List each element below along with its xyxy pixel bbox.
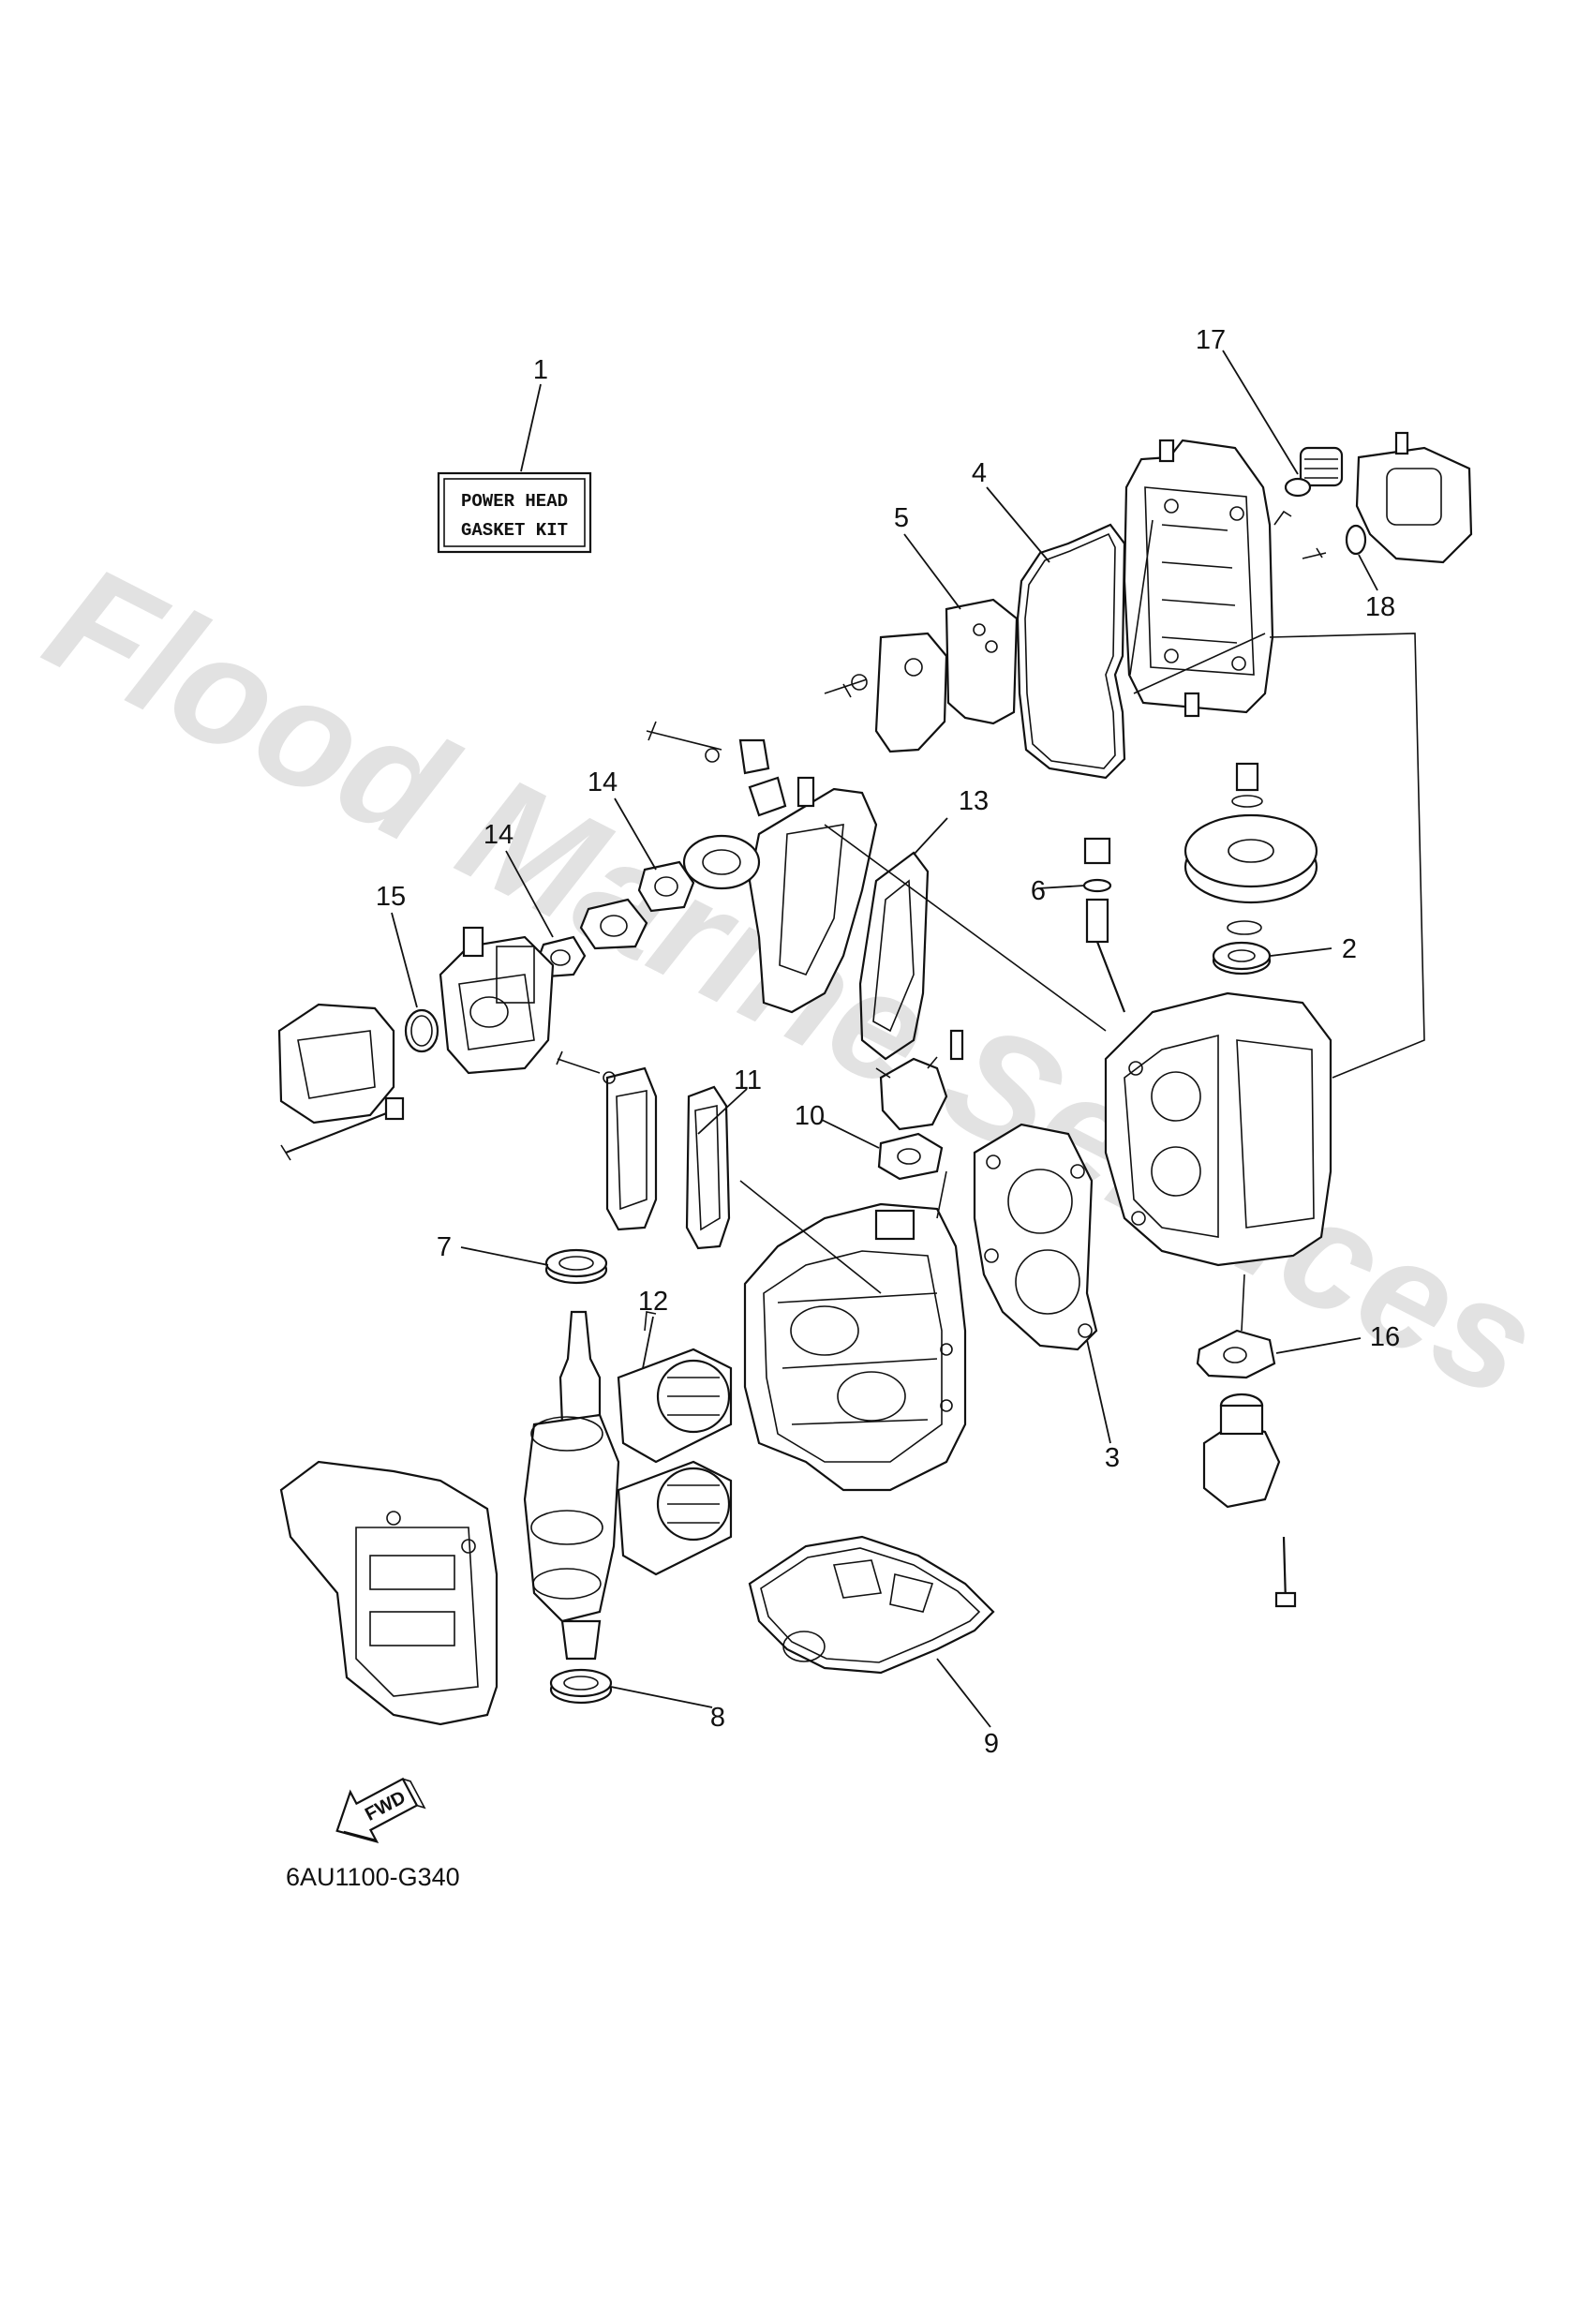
insulator-spacer <box>579 898 648 950</box>
assembly-lines <box>739 519 1425 1332</box>
part-2-oil-seal <box>1212 941 1272 976</box>
outlet-bolt <box>1282 1536 1288 1603</box>
part-13-exhaust-gasket <box>858 851 930 1061</box>
cylinder-head-cover <box>1123 439 1274 718</box>
manifold-clip <box>738 738 770 775</box>
part-18-oring <box>1345 524 1367 556</box>
kit-label-line1: POWER HEAD <box>461 491 568 512</box>
part-6-oring <box>1082 878 1112 893</box>
callout-14-lower: 14 <box>484 820 514 850</box>
part-14-insulator-upper <box>637 860 695 913</box>
cylinder-block <box>743 1202 967 1492</box>
cylinder-head <box>1104 991 1332 1267</box>
callout-numbers: 1 2 3 4 5 6 7 8 9 10 11 12 13 14 14 15 1… <box>376 325 1400 1759</box>
callout-3: 3 <box>1105 1443 1120 1473</box>
part-16-outlet-gasket <box>1196 1329 1276 1379</box>
cover-bolt <box>1302 547 1327 559</box>
callout-leaders <box>391 350 1378 1728</box>
fwd-arrow-icon: FWD <box>335 1777 426 1843</box>
callout-1: 1 <box>533 355 548 385</box>
intake-manifold <box>682 776 878 1014</box>
callout-7: 7 <box>437 1232 452 1262</box>
fuel-pump-body <box>875 1029 964 1131</box>
callout-16: 16 <box>1370 1322 1400 1352</box>
callout-14-upper: 14 <box>588 767 618 797</box>
part-4-cover-gasket <box>1016 523 1126 780</box>
part-3-head-gasket <box>973 1123 1098 1351</box>
callout-9: 9 <box>984 1729 999 1759</box>
crankcase <box>279 1460 499 1726</box>
callout-5: 5 <box>894 503 909 533</box>
part-5-plate-gasket <box>945 598 1019 725</box>
thermostat <box>1299 446 1344 487</box>
part-8-oil-seal <box>549 1668 613 1705</box>
exhaust-cover <box>605 1066 658 1231</box>
pulley-bolt <box>1235 762 1259 792</box>
manifold-bolt-top <box>646 721 722 751</box>
cover-bolt-left <box>556 1050 601 1074</box>
timing-pulley <box>1184 813 1318 904</box>
callout-12: 12 <box>638 1287 668 1317</box>
silencer-bolt <box>285 1109 394 1155</box>
callout-13: 13 <box>959 786 989 816</box>
outlet-cover <box>1202 1393 1281 1509</box>
callout-18: 18 <box>1365 592 1395 622</box>
callout-17: 17 <box>1196 325 1226 355</box>
drawing-code: 6AU1100-G340 <box>286 1863 460 1891</box>
part-7-oil-seal <box>544 1248 608 1285</box>
callout-15: 15 <box>376 882 406 912</box>
cover-fitting <box>1273 510 1292 526</box>
part-15-oring <box>404 1008 439 1053</box>
kit-label-line2: GASKET KIT <box>461 520 568 541</box>
zinc-anode-assembly <box>1082 837 1126 1013</box>
part-11-exhaust-cover-gasket <box>685 1085 731 1250</box>
callout-8: 8 <box>710 1703 725 1733</box>
part-1-gasket-kit-label: POWER HEAD GASKET KIT <box>437 471 592 554</box>
callout-2: 2 <box>1342 934 1357 964</box>
intake-silencer <box>277 1003 395 1125</box>
pulley-washer <box>1227 920 1262 935</box>
callout-11: 11 <box>734 1065 762 1095</box>
carburetor <box>439 926 555 1075</box>
callout-10: 10 <box>795 1101 825 1131</box>
part-17-oring <box>1284 477 1312 498</box>
plate-bolt <box>824 678 868 698</box>
callout-6: 6 <box>1031 876 1046 906</box>
crankshaft-piston-assembly <box>523 1310 733 1661</box>
thermostat-cover <box>1355 431 1473 564</box>
part-9-crankcase-gasket <box>748 1535 995 1675</box>
breather-plate <box>874 632 948 753</box>
callout-4: 4 <box>972 458 987 488</box>
part-10-pump-gasket <box>877 1132 944 1181</box>
